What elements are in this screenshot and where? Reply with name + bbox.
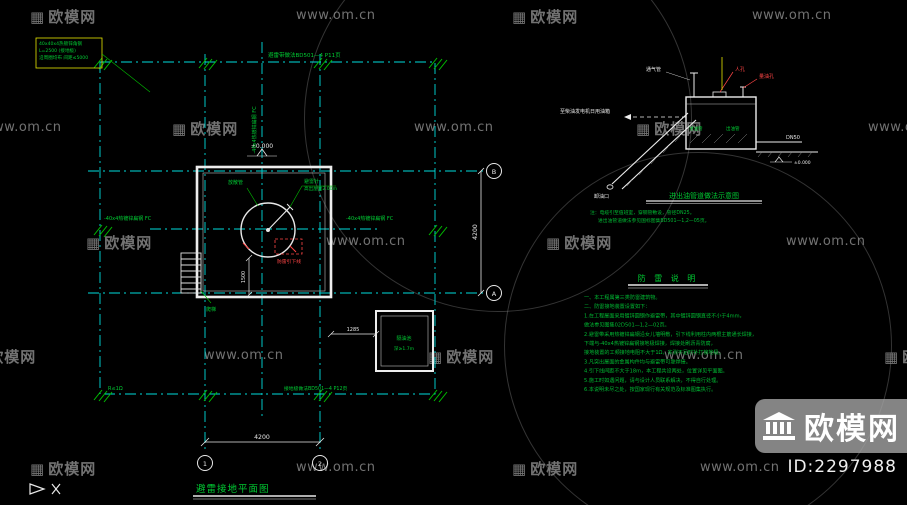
svg-text:A: A xyxy=(492,290,497,298)
note-line: 做法参见图集02D501—1,2—02页。 xyxy=(584,322,670,329)
dim-1500-text: 1500 xyxy=(241,271,247,283)
callout-line3: 沿周圈均布 间距≤5000 xyxy=(39,54,88,61)
axis-marker-1: 1 xyxy=(197,455,213,471)
building-icon: ▦ xyxy=(30,460,46,478)
note-line: 6.本说明未尽之处，按国家现行有关规范及标准图集执行。 xyxy=(584,386,716,393)
ucs-icon xyxy=(29,483,61,495)
detail-level-label: ±0.000 xyxy=(794,160,811,166)
resistance-label: R≤1Ω xyxy=(108,386,123,392)
watermark-logo: ▦欧模网 xyxy=(30,8,97,26)
notes-title: 防 雷 说 明 xyxy=(638,273,699,283)
building-icon: ▦ xyxy=(30,8,46,26)
needle-label-2: 高出屋面2.00m xyxy=(304,185,338,192)
ladder-label: 爬梯 xyxy=(206,306,216,313)
site-logo-box: 欧模网 xyxy=(755,399,907,453)
watermark-url: www.om.cn xyxy=(752,8,832,23)
dim-1285-text: 1285 xyxy=(347,327,360,333)
building-icon: ▦ xyxy=(172,120,188,138)
watermark-url: www.om.cn xyxy=(204,348,284,363)
detail-unload-label: 卸油口 xyxy=(594,193,609,200)
ladder xyxy=(180,252,212,304)
building-icon: ▦ xyxy=(512,460,528,478)
watermark-logo: ▦欧模网 xyxy=(172,120,239,138)
building-outline xyxy=(195,165,333,299)
flat-steel-right-label: -40x4热镀锌扁钢 FC xyxy=(346,215,394,222)
detail-totank-label: 至柴油发电机日用油箱 xyxy=(560,108,610,115)
svg-text:B: B xyxy=(492,168,496,176)
note-line: 5.施工时如遇问题，请与设计人员联系解决，不得自行处理。 xyxy=(584,377,721,384)
detail-dn50-label: DN50 xyxy=(786,135,800,141)
watermark-logo: ▦欧模网 xyxy=(0,348,37,366)
flat-steel-vert-label: -40x4热镀锌扁钢 FC xyxy=(251,106,258,154)
note-line: 3.凡突出屋面的金属构件均与避雷带可靠焊接。 xyxy=(584,358,691,365)
oil-pit xyxy=(375,310,434,372)
detail-note-1: 注：电缆引至值班室，穿钢管敷设，管径DN25。 xyxy=(590,209,695,216)
needle-label-1: 避雷针 xyxy=(304,178,319,185)
flat-steel-left-label: -40x4热镀锌扁钢 FC xyxy=(104,215,152,222)
building-icon: ▦ xyxy=(86,234,102,252)
pit-label-2: 深≥1.7m xyxy=(394,345,415,352)
roof-strip-label: 避雷带做法BD501—4 P11页 xyxy=(268,51,341,59)
watermark-id: ID:2297988 xyxy=(787,457,897,477)
dim-1500 xyxy=(245,254,253,299)
detail-note-2: 进出油管道做法参见国标图集BD501—1,2—05页。 xyxy=(598,217,709,224)
plan-grid xyxy=(88,42,486,452)
downlead-label: 防雷引下线 xyxy=(277,258,301,265)
needle-leader xyxy=(289,185,336,208)
note-line: 4.引下线间距不大于18m，本工程共设两处，位置详见平面图。 xyxy=(584,368,728,375)
detail-drawing xyxy=(606,57,818,204)
level-label: ±0.000 xyxy=(251,143,273,150)
vent-leader xyxy=(246,187,259,207)
detail-gauge-label: 量油孔 xyxy=(759,73,774,80)
ground-note-label: 接地极做法BD501—4 P12页 xyxy=(284,385,347,392)
detail-outlet-label: 出油管 xyxy=(726,125,740,132)
dim-bottom xyxy=(200,437,325,447)
dim-right xyxy=(477,167,485,297)
watermark-logo: ▦欧模网 xyxy=(86,234,153,252)
svg-text:2: 2 xyxy=(318,460,322,468)
watermark-logo: ▦欧模网 xyxy=(428,348,495,366)
detail-manhole-label: 人孔 xyxy=(735,66,745,73)
callout-line1: 40x40x4热镀锌角钢 xyxy=(39,40,82,47)
note-line: 接地装置的工频接地电阻不大于1Ω，实测不足时补打接地极。 xyxy=(584,349,724,356)
material-callout-box xyxy=(35,37,151,93)
note-line: 一、本工程属第三类防雷建筑物。 xyxy=(584,294,660,301)
dim-1285 xyxy=(327,330,380,338)
note-line: 2.避雷带采用热镀锌扁钢沿女儿墙明敷，引下线利用柱内两根主筋通长焊接， xyxy=(584,331,757,338)
svg-text:1: 1 xyxy=(203,460,207,468)
vent-label: 放散管 xyxy=(228,179,243,186)
axis-marker-a: A xyxy=(486,285,502,301)
watermark-logo: ▦欧模网 xyxy=(30,460,97,478)
callout-line2: L=2500 (接地极) xyxy=(39,47,76,54)
note-line: 二、防雷接地装置设置如下： xyxy=(584,303,650,310)
watermark-url: www.om.cn xyxy=(868,120,907,135)
dim-bottom-text: 4200 xyxy=(254,434,270,441)
detail-title: 进出油管道做法示意图 xyxy=(669,191,739,200)
detail-vent-label: 通气管 xyxy=(646,66,661,73)
watermark-url: www.om.cn xyxy=(296,460,376,475)
pit-label-1: 隔油池 xyxy=(396,335,411,342)
note-line: 下端与-40x4热镀锌扁钢接地极焊接，焊接处刷沥青防腐， xyxy=(584,340,716,347)
note-line: 1.在工程屋面采用镀锌圆钢作避雷带，其中镀锌圆钢直径不小于4mm， xyxy=(584,312,745,319)
watermark-url: www.om.cn xyxy=(0,120,62,135)
axis-marker-b: B xyxy=(486,163,502,179)
plan-title: 避雷接地平面图 xyxy=(196,483,270,495)
chimney xyxy=(240,202,303,258)
level-symbol xyxy=(247,148,277,157)
site-logo-text: 欧模网 xyxy=(804,412,900,447)
axis-marker-2: 2 xyxy=(312,455,328,471)
building-icon xyxy=(763,412,795,440)
dim-right-text: 4200 xyxy=(472,224,479,240)
detail-inlet-label: 进油管 xyxy=(689,125,703,132)
